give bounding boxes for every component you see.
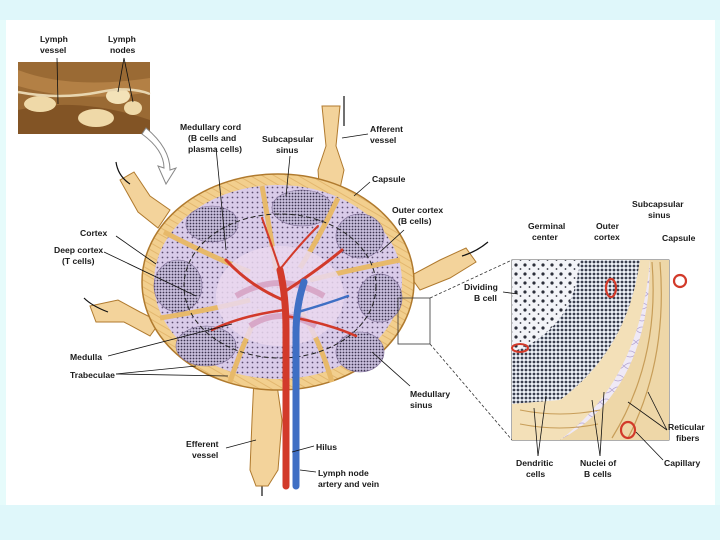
flow-arrows: [83, 96, 489, 496]
labels: Lymph vessel Lymph nodes Medullary cord …: [40, 34, 707, 489]
label-inset-dendritic-cells: Dendritic cells: [516, 458, 556, 479]
label-afferent-vessel: Afferent vessel: [370, 124, 405, 145]
medulla: [216, 246, 344, 346]
afferent-vessels: [89, 105, 477, 337]
inset-capillary-3: [619, 420, 637, 440]
label-inset-capsule: Capsule: [662, 233, 696, 243]
label-deep-cortex: Deep cortex (T cells): [54, 245, 106, 266]
top-band: [0, 0, 720, 20]
label-cortex: Cortex: [80, 228, 107, 238]
label-efferent-vessel: Efferent vessel: [186, 439, 221, 460]
lymph-node: [141, 173, 415, 490]
label-capsule: Capsule: [372, 174, 406, 184]
label-inset-germinal-center: Germinal center: [528, 221, 568, 242]
inset-capillary-1: [604, 277, 618, 299]
efferent-vessel: [249, 377, 283, 487]
label-inset-capillary: Capillary: [664, 458, 701, 468]
node-artery: [210, 217, 358, 490]
bottom-band: [0, 505, 720, 540]
label-medullary-cord: Medullary cord (B cells and plasma cells…: [180, 122, 244, 154]
inset-histology: [511, 259, 688, 441]
label-inset-outer-cortex: Outer cortex: [594, 221, 621, 242]
label-inset-dividing-b-cell: Dividing B cell: [464, 282, 500, 303]
lymph-node-photo: [17, 57, 151, 134]
label-inset-reticular-fibers: Reticular fibers: [668, 422, 707, 443]
follicles: [153, 189, 403, 373]
inset-capillary-4: [511, 343, 529, 353]
label-inset-subcapsular-sinus: Subcapsular sinus: [632, 199, 686, 220]
label-hilus: Hilus: [316, 442, 337, 452]
deep-cortex-outline: [183, 213, 377, 359]
label-outer-cortex: Outer cortex (B cells): [392, 205, 446, 226]
zoom-arrow-icon: [141, 127, 178, 186]
leader-lines: [103, 133, 668, 473]
inset-source-box: [397, 297, 431, 345]
inset-capillary-2: [672, 273, 688, 289]
node-vein: [292, 278, 350, 490]
label-lymph-nodes: Lymph nodes: [108, 34, 138, 55]
label-node-vessels: Lymph node artery and vein: [318, 468, 379, 489]
label-subcapsular-sinus: Subcapsular sinus: [262, 134, 316, 155]
label-trabeculae: Trabeculae: [70, 370, 115, 380]
label-medulla: Medulla: [70, 352, 102, 362]
label-medullary-sinus: Medullary sinus: [410, 389, 453, 410]
label-lymph-vessel: Lymph vessel: [40, 34, 70, 55]
label-inset-nuclei-b-cells: Nuclei of B cells: [580, 458, 619, 479]
